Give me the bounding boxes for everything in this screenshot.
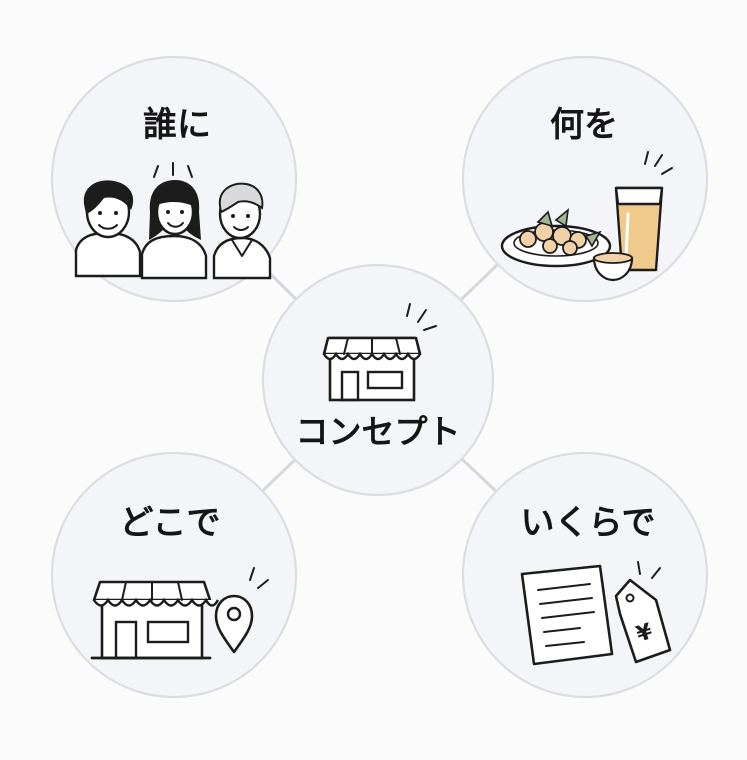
- price-tag-icon: ¥: [520, 561, 672, 666]
- node-who-label: 誰に: [143, 105, 211, 145]
- node-who: 誰に: [50, 55, 298, 303]
- food-and-drink-icon: [500, 151, 673, 282]
- node-price-label: いくらで: [521, 503, 656, 543]
- store-icon: [322, 303, 437, 402]
- node-where-circle: [50, 451, 298, 699]
- node-price: いくらで ¥: [461, 451, 709, 699]
- node-center: コンセプト: [261, 263, 495, 497]
- node-where-label: どこで: [120, 503, 221, 543]
- node-what-circle: [461, 55, 709, 303]
- node-what-label: 何を: [550, 105, 618, 145]
- node-center-label: コンセプト: [296, 412, 461, 451]
- node-what: 何を: [461, 55, 709, 303]
- store-location-icon: [90, 567, 269, 660]
- people-icon: [74, 162, 272, 280]
- node-where: どこで: [50, 451, 298, 699]
